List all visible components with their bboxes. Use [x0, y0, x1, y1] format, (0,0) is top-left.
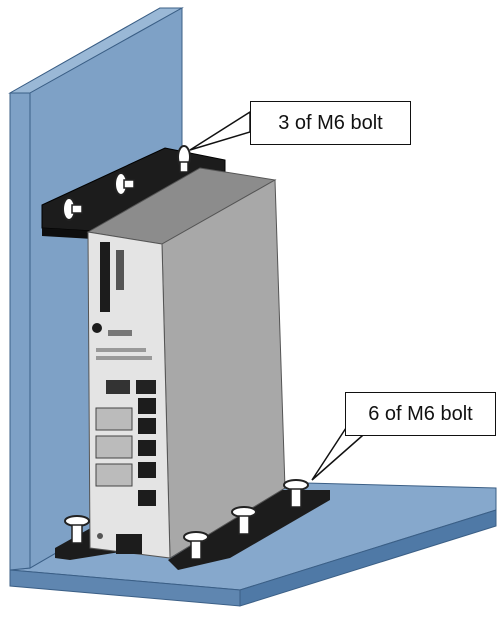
bolt-icon — [283, 479, 309, 508]
bolt-icon — [183, 531, 209, 560]
bolt-icon — [64, 515, 90, 544]
callout-label-lower: 6 of M6 bolt — [345, 392, 496, 436]
controller-cabinet — [86, 167, 286, 559]
callout-pointer-upper — [189, 110, 251, 151]
callout-label-upper: 3 of M6 bolt — [250, 101, 411, 145]
bolt-icon — [177, 145, 191, 173]
bolt-icon — [231, 506, 257, 535]
bolt-icon — [114, 172, 135, 196]
bolt-icon — [62, 197, 83, 221]
